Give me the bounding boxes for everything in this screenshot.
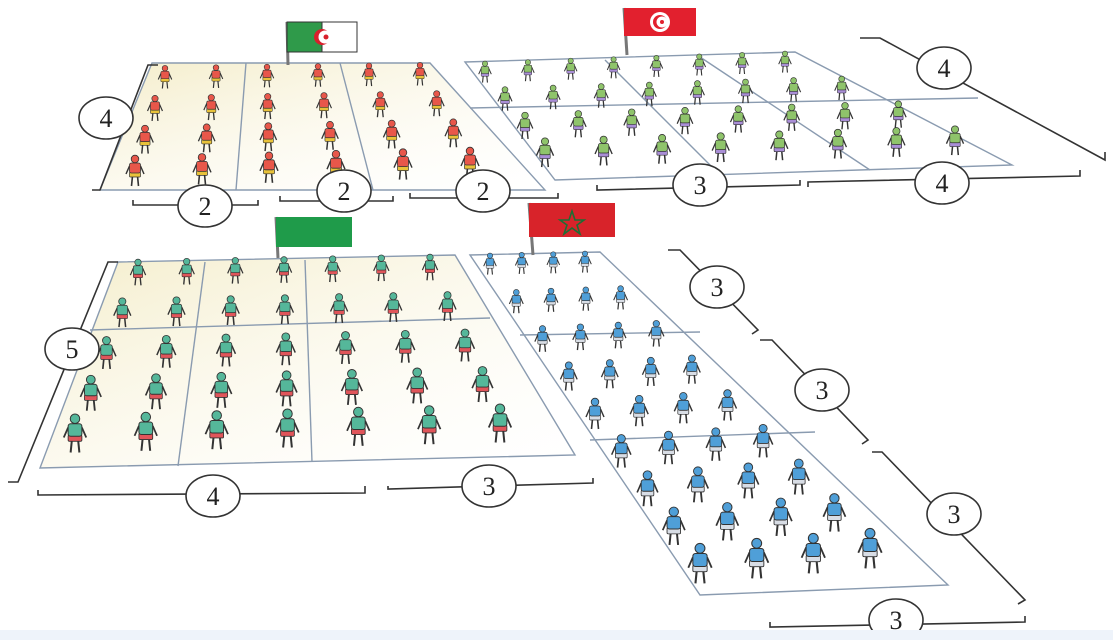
player <box>753 424 772 457</box>
green-flag <box>276 217 352 258</box>
player <box>522 60 535 82</box>
saudi-block-label: 3 <box>462 465 516 507</box>
player <box>611 322 626 348</box>
player <box>738 463 759 498</box>
player <box>677 107 693 134</box>
tunisia-flag <box>624 8 696 55</box>
saudi-block-label: 4 <box>186 475 240 517</box>
circle-label-text: 3 <box>483 472 496 501</box>
player <box>544 288 558 312</box>
player <box>564 58 577 80</box>
player <box>719 390 737 421</box>
player <box>515 252 528 274</box>
player <box>484 253 497 275</box>
circle-label-text: 3 <box>694 171 707 200</box>
player <box>630 395 648 426</box>
player <box>716 503 738 541</box>
player <box>642 82 656 106</box>
morocco-block-label: 3 <box>927 493 981 535</box>
player <box>479 61 492 83</box>
player <box>614 286 628 310</box>
player <box>579 251 592 273</box>
algeria-flag <box>287 22 357 65</box>
player <box>888 128 905 157</box>
morocco-block-label: 3 <box>795 369 849 411</box>
saudi-rows-label: 5 <box>45 328 99 370</box>
player <box>547 252 560 274</box>
algeria-block-label: 2 <box>317 170 371 212</box>
circle-label-text: 4 <box>938 54 951 83</box>
morocco-block-label: 3 <box>690 266 744 308</box>
circle-label-text: 4 <box>207 482 220 511</box>
circle-label-text: 2 <box>199 192 212 221</box>
player <box>688 543 711 583</box>
player <box>706 428 725 461</box>
player <box>560 362 577 391</box>
bottom-strip <box>0 630 1113 640</box>
player <box>579 287 593 311</box>
player <box>690 81 704 105</box>
player <box>595 136 612 165</box>
player <box>637 471 658 506</box>
player <box>745 538 768 578</box>
player <box>770 498 792 536</box>
saudi-field <box>40 255 575 468</box>
player <box>546 85 560 109</box>
player <box>788 459 809 494</box>
player <box>642 357 659 386</box>
tunisia-block-label: 3 <box>673 164 727 206</box>
player <box>784 104 800 131</box>
player <box>594 84 608 108</box>
player <box>517 112 533 139</box>
player <box>570 111 586 138</box>
tunisia-block-label: 4 <box>915 162 969 204</box>
player <box>736 52 749 74</box>
player <box>624 109 640 136</box>
player <box>712 133 729 162</box>
circle-label-text: 2 <box>477 177 490 206</box>
player <box>654 134 671 163</box>
player <box>802 533 825 573</box>
player <box>586 398 604 429</box>
player <box>688 467 709 502</box>
player <box>659 431 678 464</box>
circle-label-text: 3 <box>816 376 829 405</box>
algeria-rows-label: 4 <box>79 97 133 139</box>
player <box>663 507 685 545</box>
player <box>601 360 618 389</box>
circle-label-text: 4 <box>936 169 949 198</box>
player <box>535 326 550 352</box>
player <box>573 324 588 350</box>
player <box>674 393 692 424</box>
player <box>607 57 620 79</box>
circle-label-text: 5 <box>66 335 79 364</box>
player <box>946 126 963 155</box>
algeria-block-label: 2 <box>456 170 510 212</box>
algeria-block-label: 2 <box>178 185 232 227</box>
tunisia-rows-label: 4 <box>917 47 971 89</box>
player <box>684 355 701 384</box>
player <box>858 528 881 568</box>
player <box>823 494 845 532</box>
morocco-flag <box>529 203 615 255</box>
player <box>509 289 523 313</box>
circle-label-text: 3 <box>948 500 961 529</box>
player <box>890 101 906 128</box>
circle-label-text: 2 <box>338 177 351 206</box>
circle-label-text: 4 <box>100 104 113 133</box>
player <box>650 55 663 77</box>
tunisia-players <box>479 51 964 167</box>
player <box>771 131 788 160</box>
player <box>536 138 553 167</box>
circle-label-text: 3 <box>711 273 724 302</box>
player <box>787 78 801 102</box>
player <box>693 54 706 76</box>
player <box>730 106 746 133</box>
player <box>837 102 853 129</box>
player <box>779 51 792 73</box>
